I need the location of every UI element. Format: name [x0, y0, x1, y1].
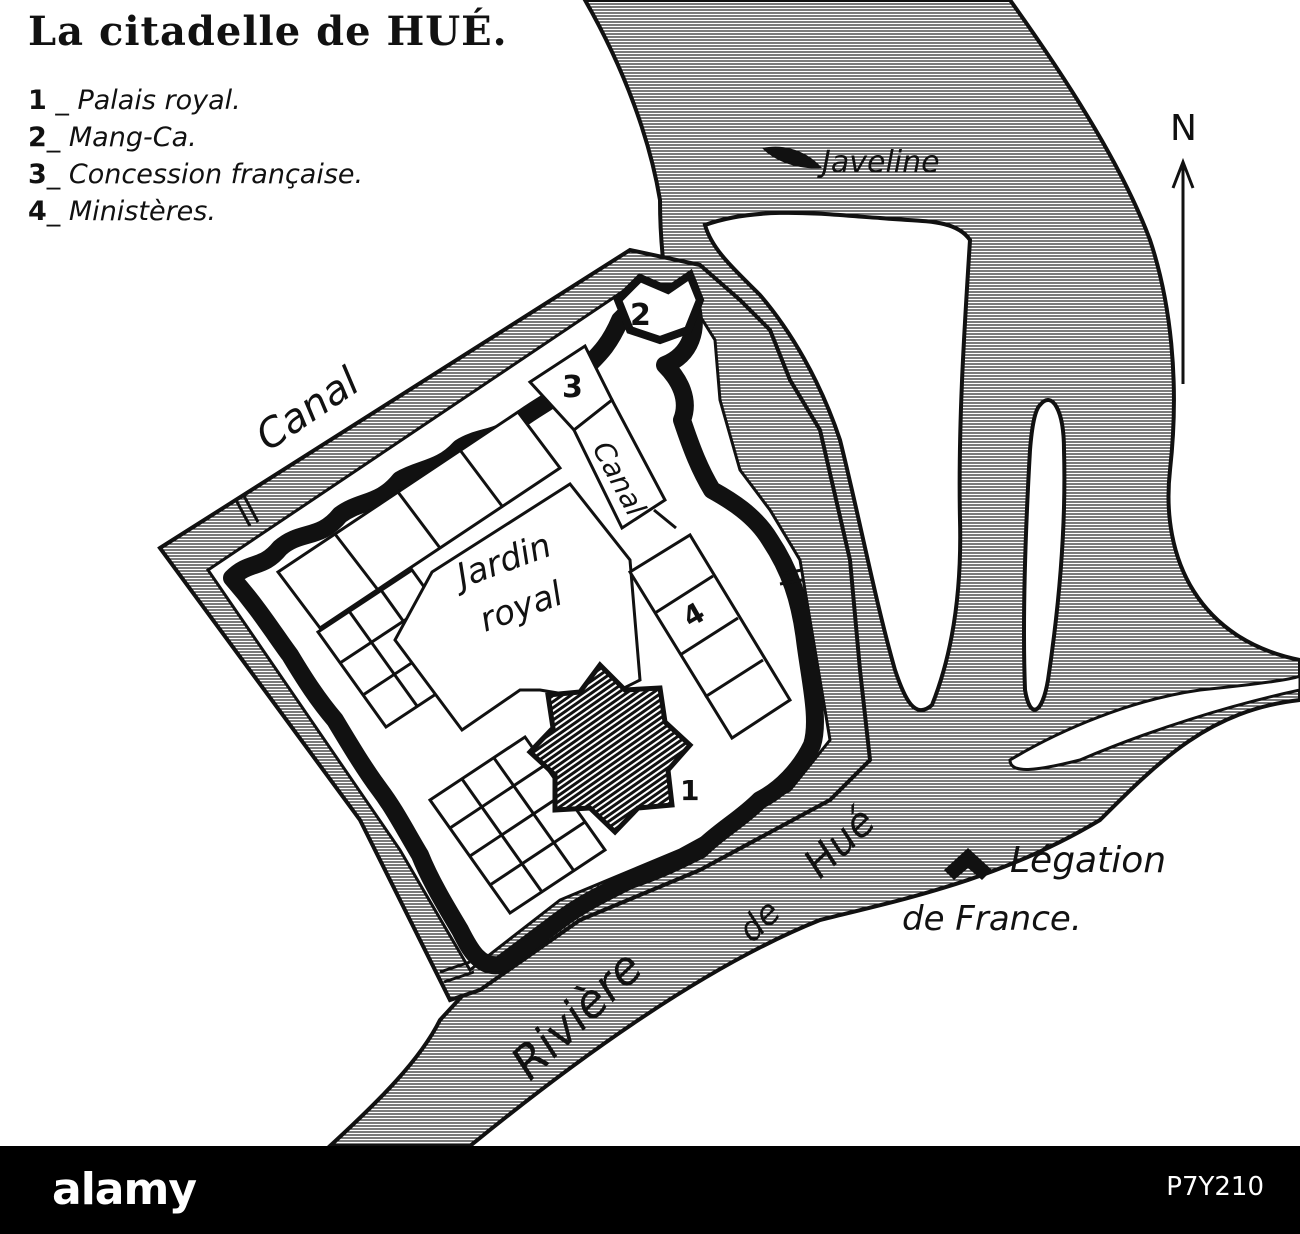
legation-building-icon [944, 848, 992, 880]
legation-label-line1: Légation [1010, 840, 1166, 881]
island-narrow [1021, 398, 1067, 712]
island-right [1008, 674, 1300, 771]
map-canvas: N Javeline Canal Canal Jardin royal Rivi… [28, 0, 1300, 1146]
stock-id: P7Y210 [1166, 1172, 1264, 1202]
north-arrow: N [1170, 108, 1197, 384]
watermark-footer: alamy P7Y210 [0, 1146, 1300, 1234]
legend-item: 4_ Ministères. [28, 196, 216, 227]
marker-palais: 1 [680, 774, 699, 807]
brand-logo[interactable]: alamy [52, 1164, 197, 1215]
legend-item: 1 _ Palais royal. [28, 85, 241, 116]
north-label: N [1170, 108, 1197, 149]
javeline-boat [762, 146, 822, 169]
outer-building-row [275, 409, 563, 631]
map-legend: 1 _ Palais royal. 2_ Mang-Ca. 3_ Concess… [28, 82, 363, 230]
legend-item: 2_ Mang-Ca. [28, 122, 197, 153]
building-grid-bottom [427, 734, 608, 916]
legend-item: 3_ Concession française. [28, 159, 364, 190]
map-title: La citadelle de HUÉ. [28, 8, 508, 55]
legation-label-line2: de France. [902, 899, 1082, 939]
palais-royal-star [526, 661, 694, 836]
inner-canal [572, 397, 667, 531]
citadel-map: N Javeline Canal Canal Jardin royal Rivi… [157, 0, 1300, 1146]
ministeres-block [627, 532, 793, 741]
javeline-label: Javeline [817, 145, 940, 180]
island-large [702, 210, 973, 713]
bridge-marks [234, 495, 803, 984]
marker-concession: 3 [562, 370, 583, 405]
mang-ca-bastion [613, 268, 705, 345]
marker-mangca: 2 [630, 298, 651, 333]
